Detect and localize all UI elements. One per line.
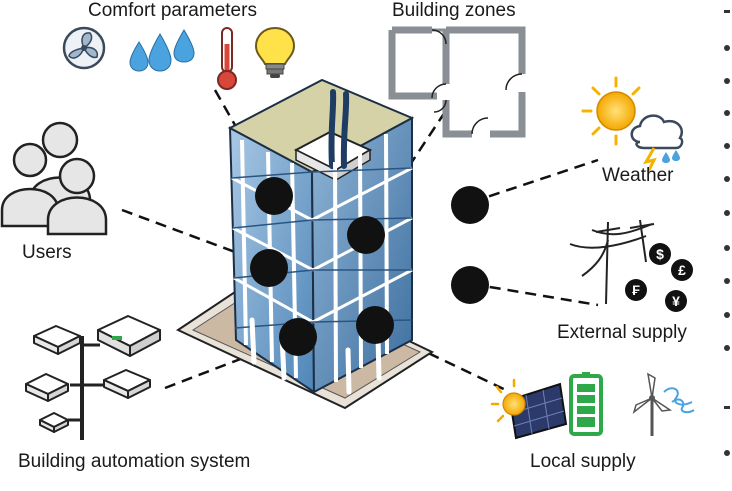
currency-icons: $ £ ₣ ¥ <box>625 243 693 312</box>
device-icon-1 <box>33 325 81 355</box>
fan-icon <box>62 26 106 70</box>
label-weather: Weather <box>602 165 674 186</box>
node-bas <box>279 318 317 356</box>
solar-panel-icon <box>490 378 568 440</box>
node-local <box>356 306 394 344</box>
water-drops-icon <box>129 29 195 72</box>
connector-weather <box>471 158 599 204</box>
label-building-zones: Building zones <box>392 0 516 21</box>
light-bulb-icon <box>254 26 296 78</box>
label-local-supply: Local supply <box>530 451 636 472</box>
device-icon-4 <box>39 412 69 433</box>
automation-devices <box>25 315 161 440</box>
power-pole-icon <box>569 219 655 305</box>
connector-users <box>121 208 263 264</box>
label-building-automation-system: Building automation system <box>18 451 251 472</box>
device-icon-2 <box>25 373 69 402</box>
dollar-coin-icon <box>649 243 671 265</box>
node-comfort <box>255 177 293 215</box>
weather-icon <box>581 76 684 173</box>
label-external-supply: External supply <box>557 322 687 343</box>
controller-device-icon <box>97 315 161 357</box>
device-icon-3 <box>103 369 151 399</box>
pound-coin-icon <box>671 259 693 281</box>
yen-coin-icon <box>665 290 687 312</box>
pound-symbol: £ <box>678 262 686 278</box>
battery-icon <box>569 372 603 436</box>
label-comfort-parameters: Comfort parameters <box>88 0 257 21</box>
floor-plan-icon <box>388 26 526 138</box>
dollar-symbol: $ <box>656 246 664 262</box>
franc-symbol: ₣ <box>632 282 640 298</box>
node-weather <box>451 186 489 224</box>
connector-external <box>471 282 599 307</box>
floor-plan-doors <box>431 29 523 135</box>
node-external <box>451 266 489 304</box>
label-users: Users <box>22 242 72 263</box>
node-zones <box>347 216 385 254</box>
cropped-text-edge <box>722 0 732 486</box>
node-users <box>250 249 288 287</box>
thermometer-icon <box>217 27 237 90</box>
franc-coin-icon <box>625 279 647 301</box>
yen-symbol: ¥ <box>672 293 680 309</box>
wind-turbine-icon <box>632 372 695 436</box>
connection-nodes <box>250 177 489 356</box>
users-icon <box>0 121 108 236</box>
